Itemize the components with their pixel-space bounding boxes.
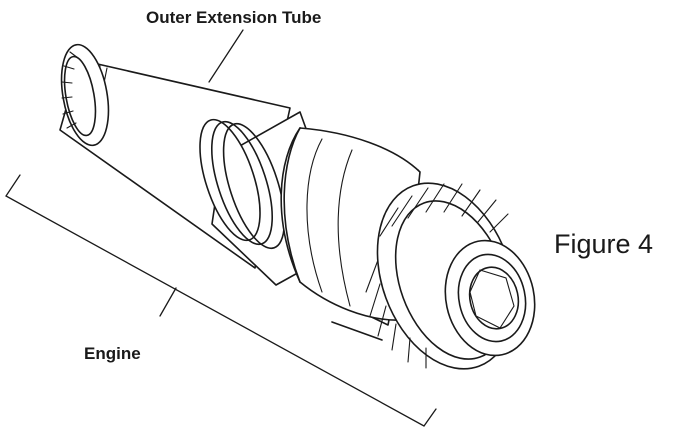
trimmer-illustration [59,43,536,370]
engine-label: Engine [84,344,141,363]
outer-extension-tube-leader [208,29,244,83]
figure-label: Figure 4 [554,229,653,259]
engine-bracket [5,174,437,427]
outer-extension-tube-label: Outer Extension Tube [146,8,321,27]
